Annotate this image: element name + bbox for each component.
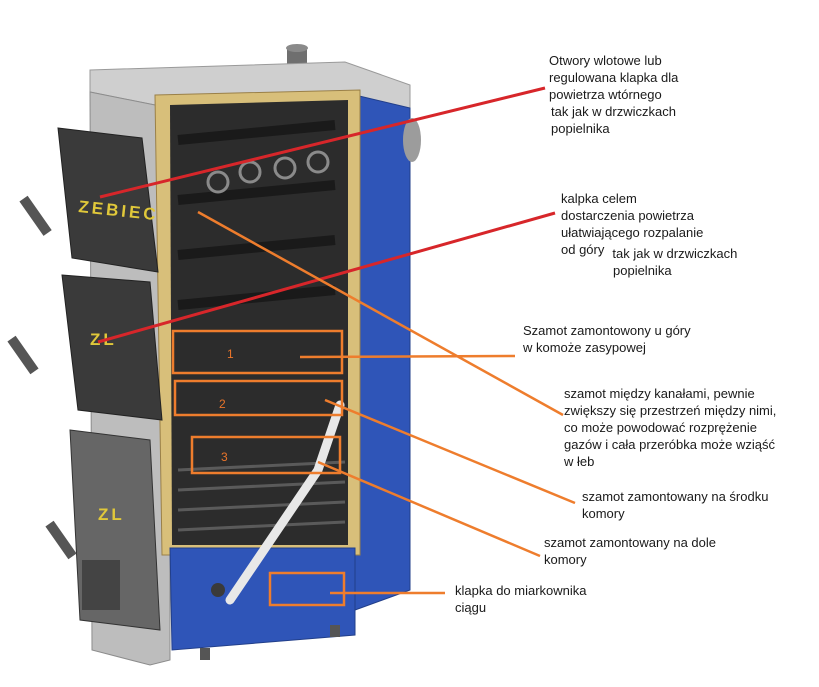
ash-door: ZL: [45, 429, 161, 631]
ash-compartment: [169, 547, 356, 651]
draft-flap-box: [268, 571, 346, 607]
draft-regulator-knob: [211, 583, 225, 597]
annotation-secondary-air: Otwory wlotowe lub regulowana klapka dla…: [549, 53, 679, 136]
chamber-box-number: 3: [221, 450, 228, 464]
leader-ignition-flap: [97, 211, 556, 344]
chamber-box-3: 3: [190, 435, 342, 475]
chamber-box-number: 2: [219, 397, 226, 411]
annotation-ignition-flap: kalpka celem dostarczenia powietrza ułat…: [561, 191, 738, 278]
rear-pipe: [403, 118, 421, 162]
ignition-door: ZL: [7, 274, 163, 421]
loading-door: ZEBIEC: [19, 127, 159, 273]
annotation-fireclay-between: szamot między kanałami, pewnie zwiększy …: [564, 386, 777, 469]
leader-fireclay-bottom: [317, 460, 541, 558]
annotation-fireclay-top: Szamot zamontowony u góry w komoże zasyp…: [523, 323, 691, 355]
leader-fireclay-between: [197, 210, 564, 417]
ash-door-monogram: ZL: [98, 505, 125, 524]
annotation-fireclay-bottom: szamot zamontowany na dole komory: [544, 535, 716, 567]
annotation-draft-flap: klapka do miarkownika ciągu: [455, 583, 587, 615]
flue-tubes: [206, 150, 330, 194]
base-feet: [200, 625, 340, 660]
leader-fireclay-top: [299, 354, 516, 359]
annotation-fireclay-middle: szamot zamontowany na środku komory: [582, 489, 769, 521]
poker-rod: [225, 400, 345, 605]
chamber-box-2: 2: [173, 379, 344, 417]
leader-secondary-air: [99, 86, 546, 199]
chamber-box-1: 1: [171, 329, 344, 375]
boiler-side-panel: [354, 94, 411, 611]
leader-fireclay-middle: [324, 398, 576, 505]
chamber-box-number: 1: [227, 347, 234, 361]
combustion-chamber: [170, 100, 348, 545]
